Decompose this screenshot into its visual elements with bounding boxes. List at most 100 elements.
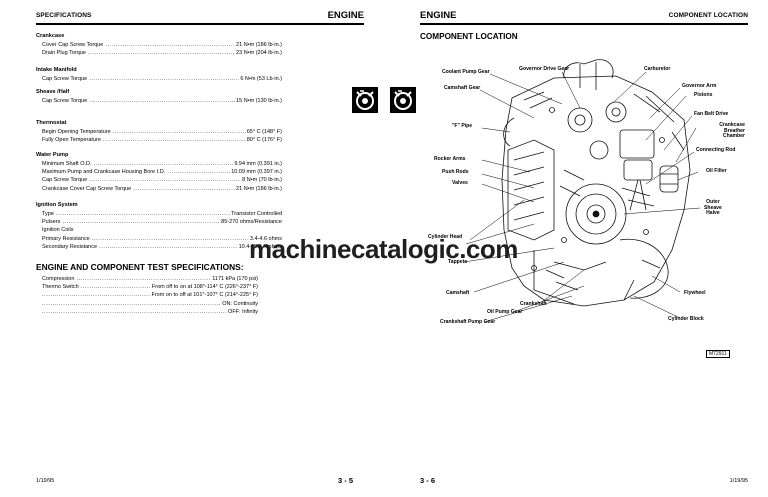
test-spec-title: ENGINE AND COMPONENT TEST SPECIFICATIONS…	[36, 262, 244, 272]
spec-label: Ignition Coils	[42, 227, 74, 234]
spec-value: 65° C (148° F)	[245, 129, 282, 135]
dot-leader: ........................................…	[167, 169, 282, 176]
dot-leader: ........................................…	[103, 137, 282, 144]
spec-value: 3.4-4.6 ohms	[248, 235, 282, 242]
header-rule	[36, 23, 364, 25]
spec-row: Type ...................................…	[42, 211, 282, 217]
dot-leader: ........................................…	[89, 76, 282, 82]
engine-illustration	[463, 59, 701, 323]
test-spec-value: ON: Continuity	[221, 300, 258, 307]
callout-crankshaft: Crankshaft	[520, 301, 547, 307]
test-spec-label: Compression	[42, 276, 75, 282]
header-chapter: ENGINE	[420, 10, 457, 21]
spec-row: Cap Screw Torque .......................…	[42, 76, 282, 82]
test-spec-row: ........................................…	[42, 292, 258, 299]
spec-value: 9.94 mm (0.391 in.)	[233, 161, 282, 167]
spec-value: 10.4-15.6 K ohms	[237, 243, 282, 250]
watermark: machinecatalogic.com	[249, 234, 518, 264]
spec-value: Transistor Controlled	[230, 211, 282, 217]
test-spec-value: From on to off at 101°-107° C (214°-225°…	[150, 292, 258, 299]
spec-label: Pulsers	[42, 219, 61, 226]
test-spec-label: Thermo Switch	[42, 284, 79, 291]
spec-row: Crankcase Cover Cap Screw Torque .......…	[42, 185, 282, 192]
spec-label: Minimum Shaft O.D.	[42, 161, 92, 167]
callout-governor-arm: Governor Arm	[682, 83, 717, 89]
dot-leader: ........................................…	[56, 211, 282, 217]
dot-leader: ........................................…	[42, 308, 258, 315]
callout-oil-filter: Oil Filter	[706, 168, 727, 174]
torque-wrench-icon	[390, 87, 416, 113]
dot-leader: ........................................…	[42, 300, 258, 307]
callout-crankshaft-pump-gear: Crankshaft Pump Gear	[440, 319, 496, 325]
spec-label: Maximum Pump and Crankcase Housing Bore …	[42, 169, 166, 176]
spec-row: Cap Screw Torque .......................…	[42, 177, 282, 184]
figure-title: COMPONENT LOCATION	[420, 32, 518, 41]
footer-date: 1/19/95	[729, 478, 748, 484]
spec-label: Type	[42, 211, 54, 217]
spec-label: Cap Screw Torque	[42, 177, 88, 184]
test-spec-value: OFF: Infinity	[227, 308, 258, 315]
spec-row: Pulsers ................................…	[42, 219, 282, 226]
dot-leader: ........................................…	[76, 276, 258, 282]
spec-value: 80° C (176° F)	[245, 137, 282, 144]
spec-label: Begin Opening Temperature	[42, 129, 111, 135]
dot-leader: ........................................…	[105, 42, 282, 48]
callout-valves: Valves	[452, 180, 468, 186]
spec-label: Cover Cap Screw Torque	[42, 42, 104, 48]
spec-label: Drain Plug Torque	[42, 50, 86, 57]
spec-value: 21 N•m (186 lb-in.)	[235, 185, 282, 192]
spec-group-title: Sheave /Half	[36, 89, 70, 95]
spec-row: Ignition Coils	[42, 227, 282, 233]
spec-label: Secondary Resistance	[42, 243, 98, 250]
page-number: 3 - 5	[338, 476, 354, 485]
callout-f-pipe: "F" Pipe	[452, 123, 473, 129]
callout-pistons: Pistons	[694, 92, 713, 98]
spec-label: Cap Screw Torque	[42, 98, 88, 104]
callout-outer-sheave-halve: Outer Sheave Halve	[704, 199, 722, 217]
callout-push-rods: Push Rods	[442, 169, 469, 175]
spec-value: 23 N•m (204 lb-in.)	[235, 50, 282, 57]
spec-row: Begin Opening Temperature ..............…	[42, 129, 282, 135]
dot-leader: ........................................…	[99, 243, 282, 250]
right-page: ENGINE COMPONENT LOCATION COMPONENT LOCA…	[384, 0, 768, 497]
spec-value: 85-270 ohms/Resistance	[220, 219, 282, 226]
spec-value: 8 N•m (70 lb-in.)	[241, 177, 282, 184]
spec-row: Fully Open Temperature .................…	[42, 137, 282, 144]
footer-date: 1/19/95	[36, 478, 55, 484]
dot-leader: ........................................…	[89, 177, 282, 184]
spec-value: 6 N•m (53 Lb-in.)	[239, 76, 282, 82]
test-spec-value: From off to on at 108°-114° C (226°-237°…	[150, 284, 258, 291]
dot-leader: ........................................…	[91, 235, 282, 242]
spec-group-title: Intake Manifold	[36, 67, 77, 73]
dot-leader: ........................................…	[112, 129, 282, 135]
spec-group-title: Ignition System	[36, 202, 78, 208]
header-chapter: ENGINE	[327, 10, 364, 21]
callout-fan-belt-drive: Fan Belt Drive	[694, 111, 729, 117]
callout-connecting-rod: Connecting Rod	[696, 147, 736, 153]
callout-camshaft-gear: Camshaft Gear	[444, 85, 481, 91]
dot-leader: ........................................…	[88, 50, 282, 57]
header-section: SPECIFICATIONS	[36, 12, 92, 19]
dot-leader: ........................................…	[133, 185, 282, 192]
spec-row: Cap Screw Torque .......................…	[42, 98, 282, 104]
callout-flywheel: Flywheel	[684, 290, 706, 296]
callout-crankcase-breather-chamber: Crankcase Breather Chamber	[719, 122, 745, 140]
torque-wrench-icon	[352, 87, 378, 113]
callout-tappets: Tappets	[448, 259, 468, 265]
dot-leader: ........................................…	[62, 219, 282, 226]
test-spec-row: Compression ............................…	[42, 276, 258, 282]
callout-oil-pump-gear: Oil Pump Gear	[487, 309, 523, 315]
callout-coolant-pump-gear: Coolant Pump Gear	[442, 69, 490, 75]
spec-value: 15 N•m (130 lb-in.)	[235, 98, 282, 104]
callout-rocker-arms: Rocker Arms	[434, 156, 466, 162]
callout-cylinder-head: Cylinder Head	[428, 234, 463, 240]
spec-group-title: Crankcase	[36, 33, 65, 39]
spec-label: Cap Screw Torque	[42, 76, 88, 82]
spec-label: Primary Resistance	[42, 235, 90, 242]
dot-leader: ........................................…	[93, 161, 282, 167]
page-number: 3 - 6	[420, 476, 436, 485]
test-spec-value: 1171 kPa (170 psi)	[211, 276, 258, 282]
spec-row: Minimum Shaft O.D. .....................…	[42, 161, 282, 167]
callout-governor-drive-gear: Governor Drive Gear	[519, 66, 570, 72]
